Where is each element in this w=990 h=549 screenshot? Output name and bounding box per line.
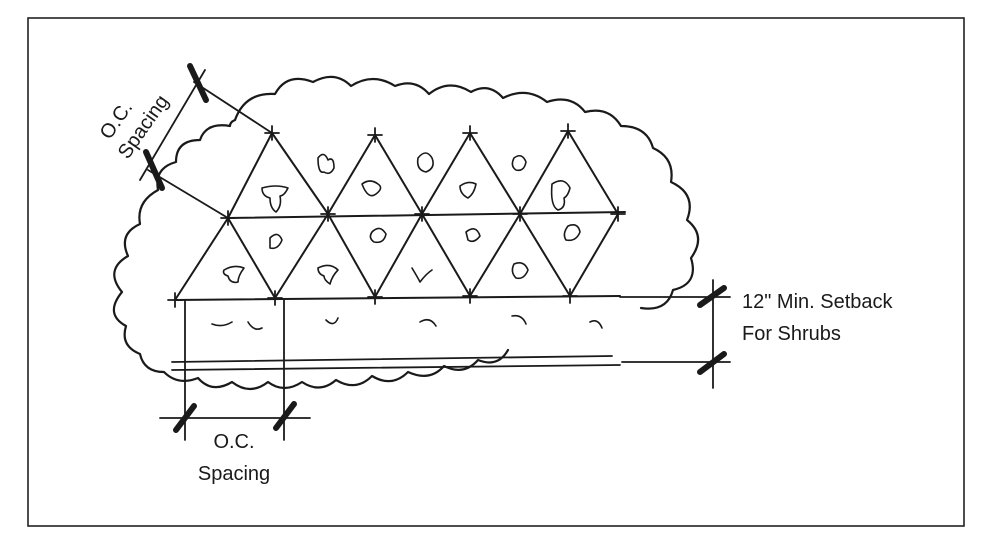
setback-dimension <box>697 279 727 389</box>
plant-center-markers <box>167 123 626 308</box>
diagonal-oc-dimension <box>139 63 273 219</box>
diagonal-oc-label: O.C. Spacing <box>96 91 174 163</box>
shrub-canopy-outline <box>112 75 700 391</box>
bottom-label-spacing: Spacing <box>198 463 270 485</box>
setback-label-line2: For Shrubs <box>742 323 841 345</box>
triangular-spacing-grid <box>174 130 626 301</box>
setback-label-line1: 12" Min. Setback <box>742 291 894 313</box>
diagram-frame <box>27 17 965 527</box>
shrub-leaf-sketches <box>211 152 603 330</box>
bottom-oc-dimension <box>159 299 311 441</box>
bottom-label-oc: O.C. <box>213 431 254 453</box>
